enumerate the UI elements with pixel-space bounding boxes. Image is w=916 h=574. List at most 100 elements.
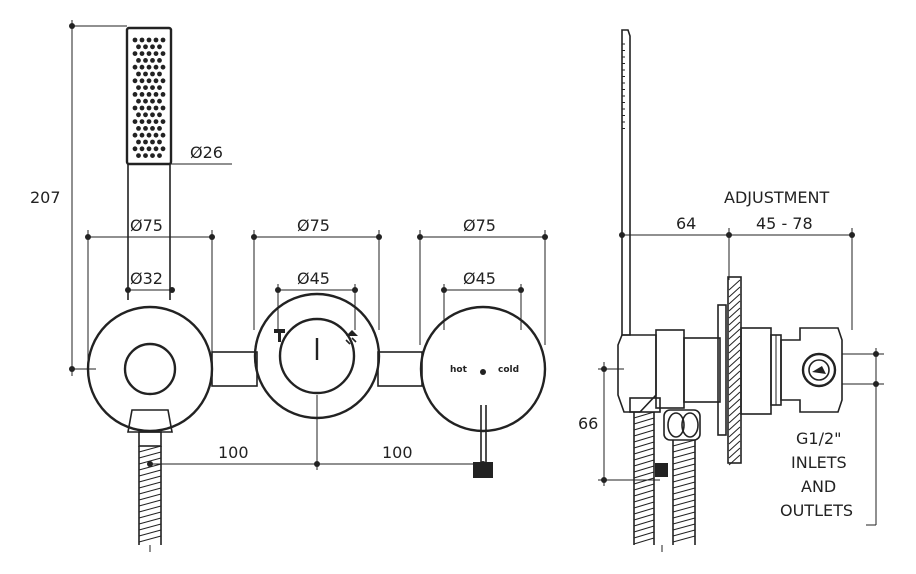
nozzle-dot — [146, 105, 152, 111]
hose-braid — [138, 469, 162, 477]
hose-braid — [633, 483, 655, 491]
cold-label: cold — [498, 365, 519, 375]
nozzle-dot — [132, 119, 138, 124]
hose-braid — [672, 445, 696, 453]
handpiece-dia-dimension: Ø26 — [171, 143, 232, 165]
note-line-2: INLETS — [791, 453, 847, 472]
hatch-line — [728, 363, 741, 375]
hose-braid — [633, 429, 655, 437]
hatch-line — [728, 321, 741, 333]
hose-braid — [672, 529, 696, 537]
nozzle-dot — [143, 125, 148, 131]
nozzle-dot — [160, 51, 166, 56]
nozzle-dot — [132, 64, 138, 70]
nozzle-dot — [139, 132, 145, 138]
hose-braid — [672, 463, 696, 471]
nozzle-dot — [146, 119, 152, 124]
nozzle-dot — [139, 146, 145, 152]
hatch-line — [728, 335, 741, 347]
note-line-1: G1/2" — [796, 429, 842, 448]
mixer-lever-tip — [473, 462, 493, 478]
connector-bar-2 — [377, 351, 423, 387]
nozzle-dot — [132, 51, 138, 56]
hose-side — [633, 411, 696, 552]
bracket-ring — [123, 342, 177, 396]
nozzle-dot — [160, 92, 166, 97]
nozzle-dot — [132, 146, 138, 152]
hatch-line — [728, 447, 741, 459]
nozzle-dot — [157, 85, 162, 90]
handpiece-side — [621, 29, 631, 336]
nozzle-dot — [150, 125, 155, 131]
nozzle-dot — [143, 112, 148, 118]
diverter-plate: Ø75 Ø45 — [251, 216, 382, 420]
nozzle-dot — [150, 112, 155, 118]
nozzle-dot — [139, 105, 145, 111]
nozzle-dot — [139, 92, 145, 97]
hose-braid — [633, 453, 655, 461]
hose-braid — [672, 517, 696, 525]
hose-braid — [138, 529, 162, 537]
nozzle-dot — [136, 125, 141, 131]
dim-handle-2-label: Ø45 — [297, 269, 330, 288]
hose-braid — [633, 537, 655, 545]
side-sleeve — [683, 337, 721, 403]
nozzle-dot — [136, 139, 141, 145]
dim-plate-3-label: Ø75 — [463, 216, 496, 235]
bracket-plate: Ø75 Ø32 — [85, 216, 215, 447]
hatch-line — [728, 300, 741, 312]
dim-plate-1-label: Ø75 — [130, 216, 163, 235]
adjustment-range: 45 - 78 — [756, 214, 813, 233]
hatch-line — [728, 377, 741, 389]
hatch-line — [728, 279, 741, 291]
dim-plate-2-label: Ø75 — [297, 216, 330, 235]
hose-braid — [672, 457, 696, 465]
nozzle-dot — [136, 44, 141, 50]
hatch-line — [728, 384, 741, 396]
hose-braid — [633, 477, 655, 485]
hand-shower — [125, 26, 173, 300]
spray-nozzle-grid — [132, 37, 166, 159]
hatch-line — [728, 419, 741, 431]
hose-braid — [138, 499, 162, 507]
valve-body — [740, 327, 843, 415]
nozzle-dot — [139, 64, 145, 70]
nozzle-dot — [146, 78, 152, 84]
nozzle-dot — [157, 125, 162, 131]
hatch-line — [728, 433, 741, 445]
height-dimension: 207 — [30, 20, 127, 376]
side-body — [655, 329, 685, 409]
hose-braid — [633, 411, 655, 419]
nozzle-dot — [139, 78, 145, 84]
nozzle-dot — [143, 85, 148, 90]
side-bracket-base — [629, 397, 661, 413]
hatch-line — [728, 293, 741, 305]
nozzle-dot — [146, 146, 152, 152]
nozzle-dot — [132, 92, 138, 97]
nozzle-dot — [153, 37, 159, 43]
nozzle-dot — [153, 64, 159, 70]
adjustment-title: ADJUSTMENT — [724, 188, 830, 207]
inlet-leader: G1/2" INLETS AND OUTLETS — [780, 348, 884, 526]
nozzle-dot — [157, 98, 162, 104]
side-nozzle-marks — [622, 43, 625, 129]
nozzle-dot — [160, 119, 166, 124]
nozzle-dot — [132, 78, 138, 84]
hatch-line — [728, 328, 741, 340]
hose-braid — [633, 435, 655, 443]
hatch-line — [728, 349, 741, 361]
mixer-plate: hot cold Ø75 Ø45 — [417, 216, 548, 478]
hose-braid — [138, 535, 162, 543]
dim-spacing-1-label: 100 — [218, 443, 249, 462]
hose-braid — [633, 519, 655, 527]
hose-braid — [138, 517, 162, 525]
nozzle-dot — [153, 105, 159, 111]
dim-handle-3-label: Ø45 — [463, 269, 496, 288]
nozzle-dot — [150, 85, 155, 90]
nozzle-dot — [146, 132, 152, 138]
nozzle-dot — [132, 37, 138, 43]
wall-section — [717, 276, 742, 466]
hose-braid — [633, 525, 655, 533]
nozzle-dot — [136, 98, 141, 104]
